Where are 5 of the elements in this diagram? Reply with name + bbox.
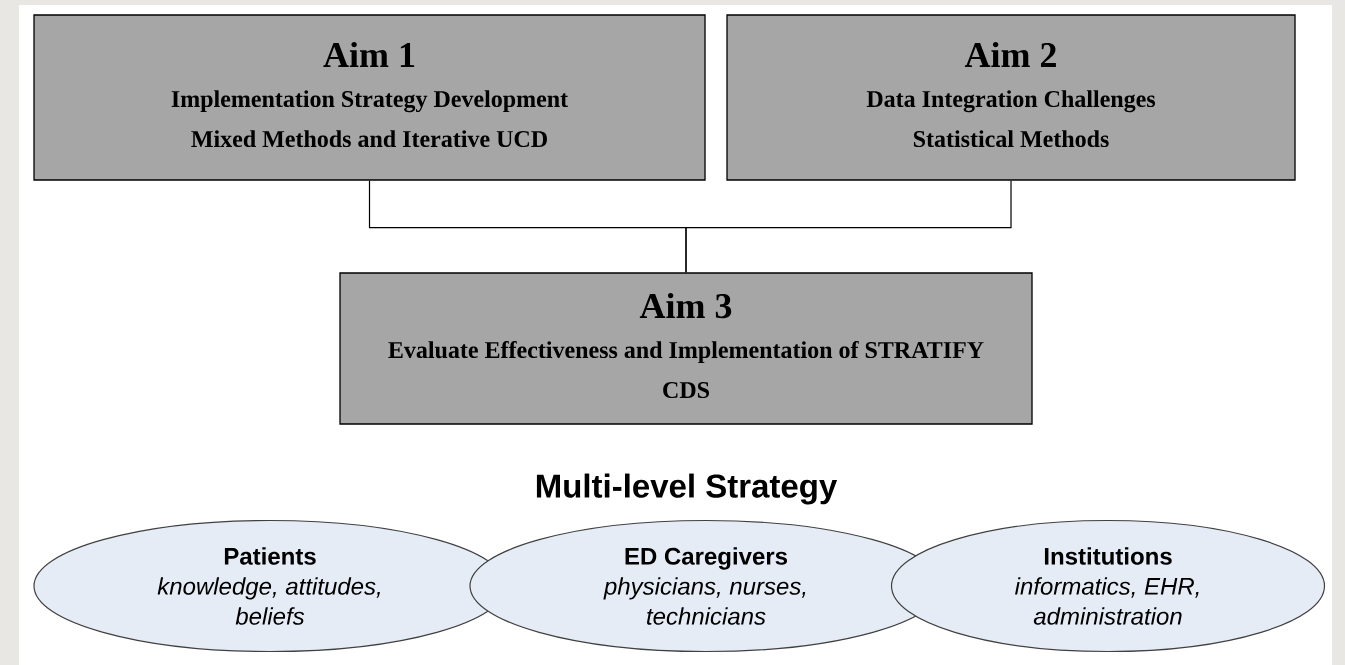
section-heading: Multi-level Strategy (536, 473, 838, 505)
aim-box: Aim 3 Evaluate Effectiveness and Implementation of STRATIFY CDS (339, 272, 1033, 425)
aim-box: Aim 1 Implementation Strategy Development Mixed Methods and Iterative UCD (33, 14, 706, 181)
aim-box: Aim 2 Data Integration Challenges Statistical Methods (726, 14, 1296, 181)
connector-line (685, 180, 1012, 273)
